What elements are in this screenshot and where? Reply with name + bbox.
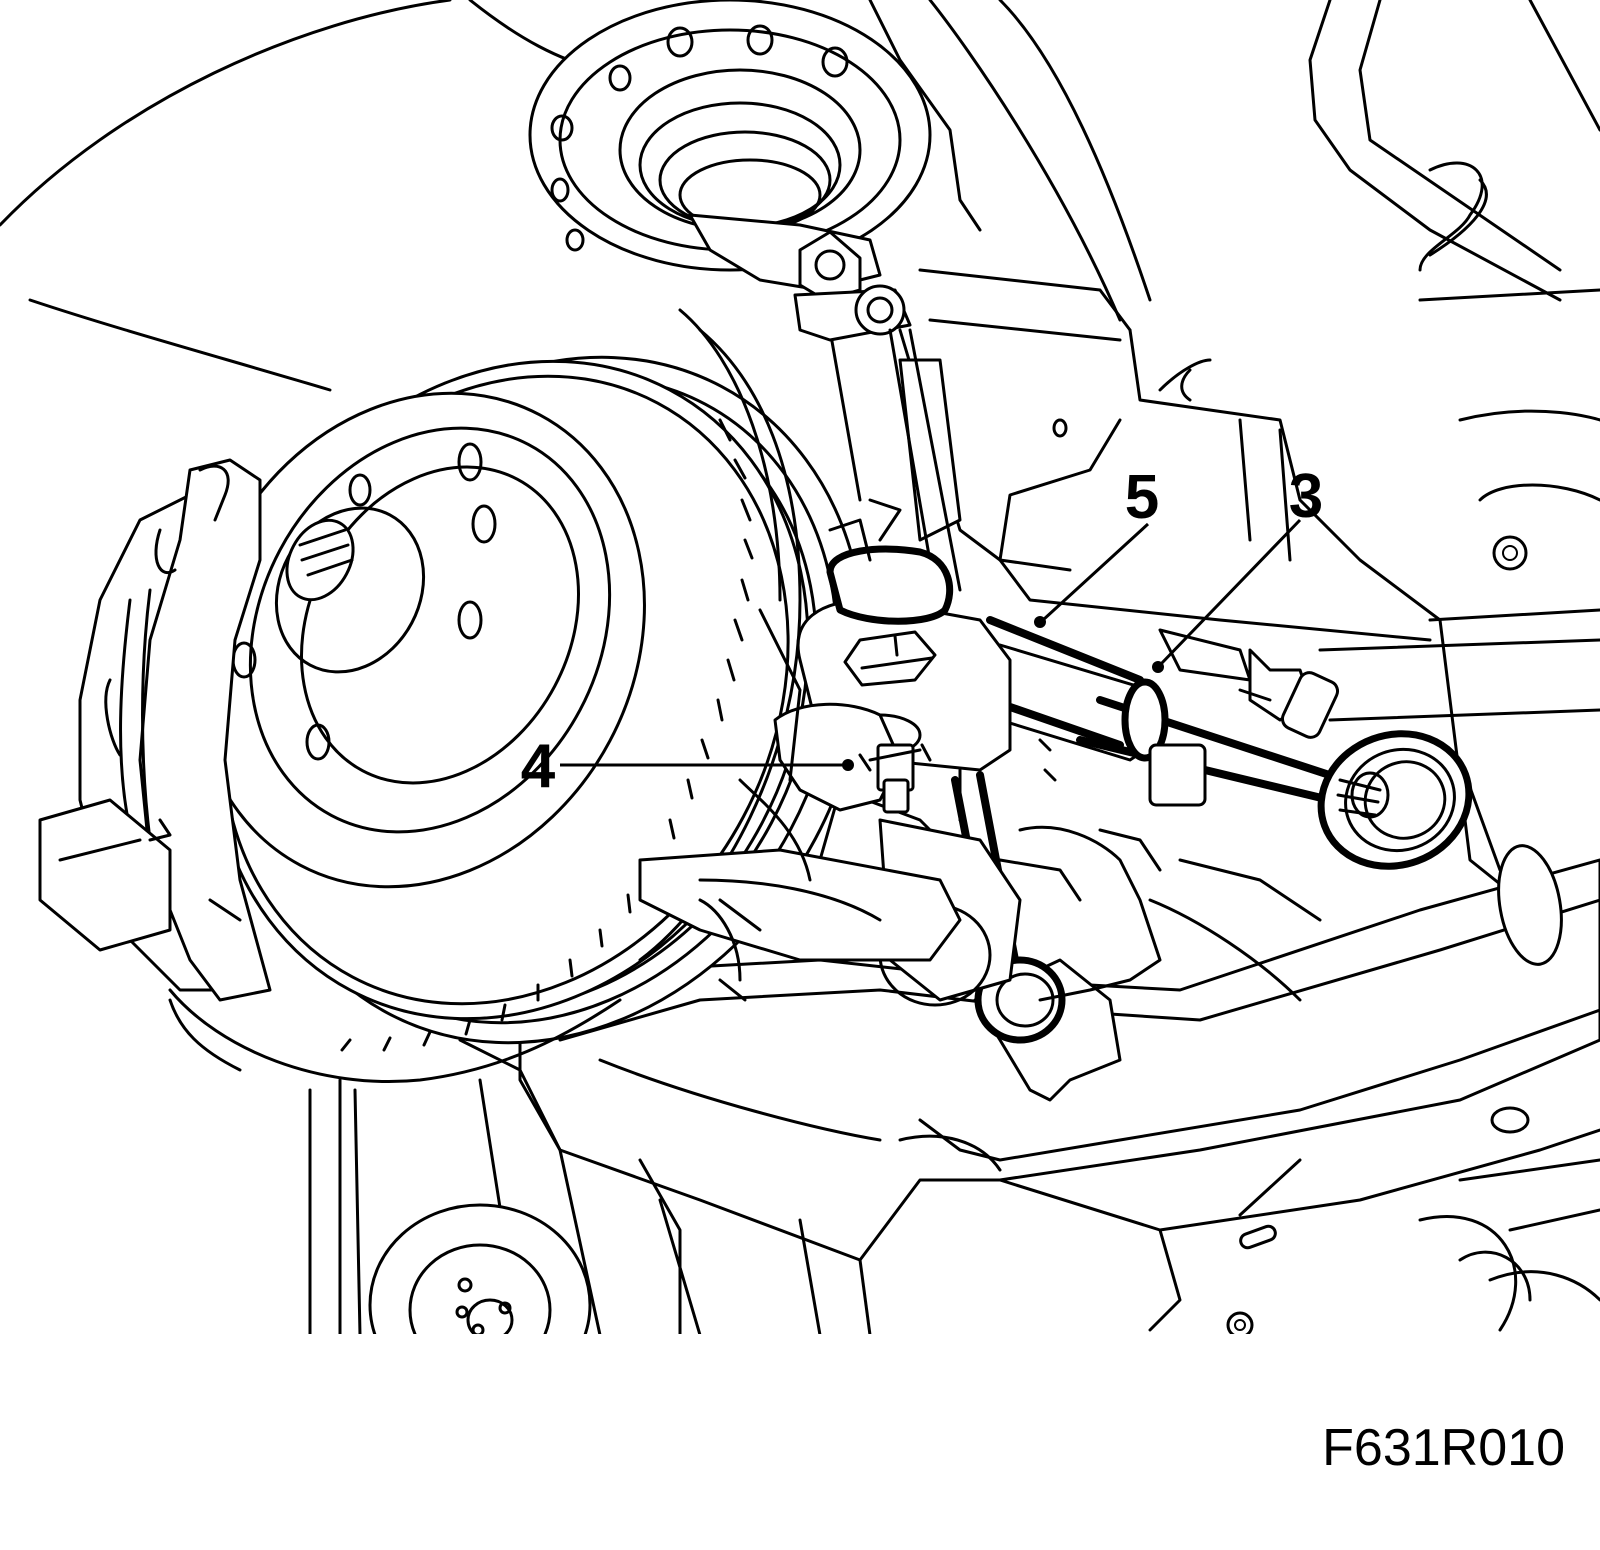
callout-3: 3 [1152,462,1323,673]
callout-4-label: 4 [521,732,556,801]
strut-area [698,518,872,1002]
callout-3-label: 3 [1289,462,1323,531]
drive-shaft-top [528,0,932,342]
drawing-area [0,0,1600,1407]
flange-holes [550,24,849,252]
background-structure [0,0,1600,902]
callout-5-leader [1041,522,1150,622]
callout-5: 5 [1034,463,1159,628]
callout-3-dot [1152,661,1164,673]
tie-rod [986,616,1563,966]
figure-code: F631R010 [1322,1419,1565,1477]
callout-4-dot [842,759,854,771]
callout-5-label: 5 [1125,463,1159,532]
brake-shield [38,458,272,1002]
caption-area [0,1339,1600,1550]
callout-5-dot [1034,616,1046,628]
callout-4: 4 [521,732,854,801]
steering-knuckle [638,498,1322,1007]
callout-3-leader [1158,518,1302,667]
